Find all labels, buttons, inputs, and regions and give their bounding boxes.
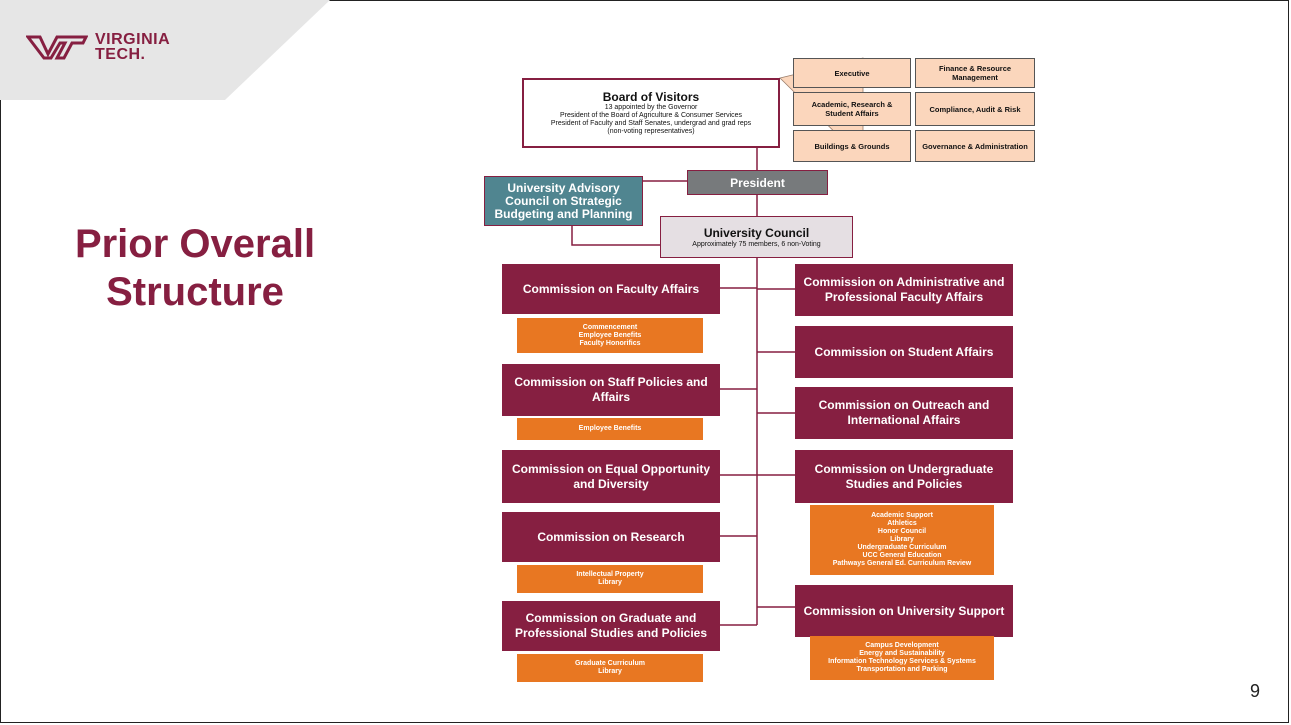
board-committee: Executive [793,58,911,88]
committee-item: Campus Development [865,642,939,649]
board-committee: Compliance, Audit & Risk [915,92,1035,126]
board-line: (non-voting representatives) [607,128,695,135]
commission-box: Commission on Student Affairs [795,326,1013,378]
committee-item: Energy and Sustainability [859,650,945,657]
vt-logo-icon [26,35,88,60]
committee-item: Commencement [582,323,638,331]
commission-box: Commission on Outreach and International… [795,387,1013,439]
board-title: Board of Visitors [602,90,700,104]
committee-item: Faculty Honorifics [579,339,641,347]
committee-item: Library [598,668,622,675]
committee-item: UCC General Education [862,552,942,559]
commission-box: Commission on Research [502,512,720,562]
committee-item: Employee Benefits [578,425,642,432]
commission-committees: Campus Development Energy and Sustainabi… [810,636,994,680]
page-number: 9 [1250,681,1261,701]
commission-box: Commission on Staff Policies and Affairs [502,364,720,416]
commission-box: Commission on Administrative and Profess… [795,264,1013,316]
slide-title: Prior Overall Structure [30,220,360,316]
board-committee: Academic, Research & Student Affairs [793,92,911,126]
committee-item: Academic Support [871,512,933,519]
vt-logo: VIRGINIA TECH. [26,31,171,63]
logo-line1: VIRGINIA [95,31,171,48]
council-subtitle: Approximately 75 members, 6 non-Voting [692,240,821,248]
board-line: President of Faculty and Staff Senates, … [550,120,752,127]
board-of-visitors-box: Board of Visitors 13 appointed by the Go… [522,78,780,148]
slide-title-line1: Prior Overall [74,222,316,266]
board-line: President of the Board of Agriculture & … [559,112,743,119]
committee-item: Pathways General Ed. Curriculum Review [832,560,972,567]
commission-committees: Employee Benefits [517,418,703,440]
committee-item: Graduate Curriculum [574,660,645,667]
board-line: 13 appointed by the Governor [604,104,698,111]
council-title: University Council [703,225,810,240]
commission-committees: Graduate Curriculum Library [517,654,703,682]
committee-item: Intellectual Property [576,571,644,578]
commission-box: Commission on Undergraduate Studies and … [795,450,1013,503]
logo-wordmark: VIRGINIA TECH. [95,31,171,63]
commission-box: Commission on Faculty Affairs [502,264,720,314]
committee-item: Athletics [887,520,917,527]
commission-committees: Academic Support Athletics Honor Council… [810,505,994,575]
board-committee: Governance & Administration [915,130,1035,162]
committee-item: Transportation and Parking [856,666,948,673]
university-council-box: University Council Approximately 75 memb… [660,216,853,258]
commission-box: Commission on Graduate and Professional … [502,601,720,651]
committee-item: Undergraduate Curriculum [857,544,947,551]
slide-title-line2: Structure [106,270,284,314]
advisory-council-box: University Advisory Council on Strategic… [484,176,643,226]
connector-advisory-council [571,226,660,246]
commission-committees: Commencement Employee Benefits Faculty H… [517,318,703,353]
committee-item: Library [598,579,622,586]
commission-committees: Intellectual Property Library [517,565,703,593]
committee-item: Information Technology Services & System… [828,658,976,665]
commission-box: Commission on Equal Opportunity and Dive… [502,450,720,503]
committee-item: Library [890,536,914,543]
logo-line2: TECH. [95,46,146,63]
board-committee: Finance & Resource Management [915,58,1035,88]
board-committee: Buildings & Grounds [793,130,911,162]
president-box: President [687,170,828,195]
committee-item: Honor Council [877,528,927,535]
commission-box: Commission on University Support [795,585,1013,637]
committee-item: Employee Benefits [578,331,642,339]
